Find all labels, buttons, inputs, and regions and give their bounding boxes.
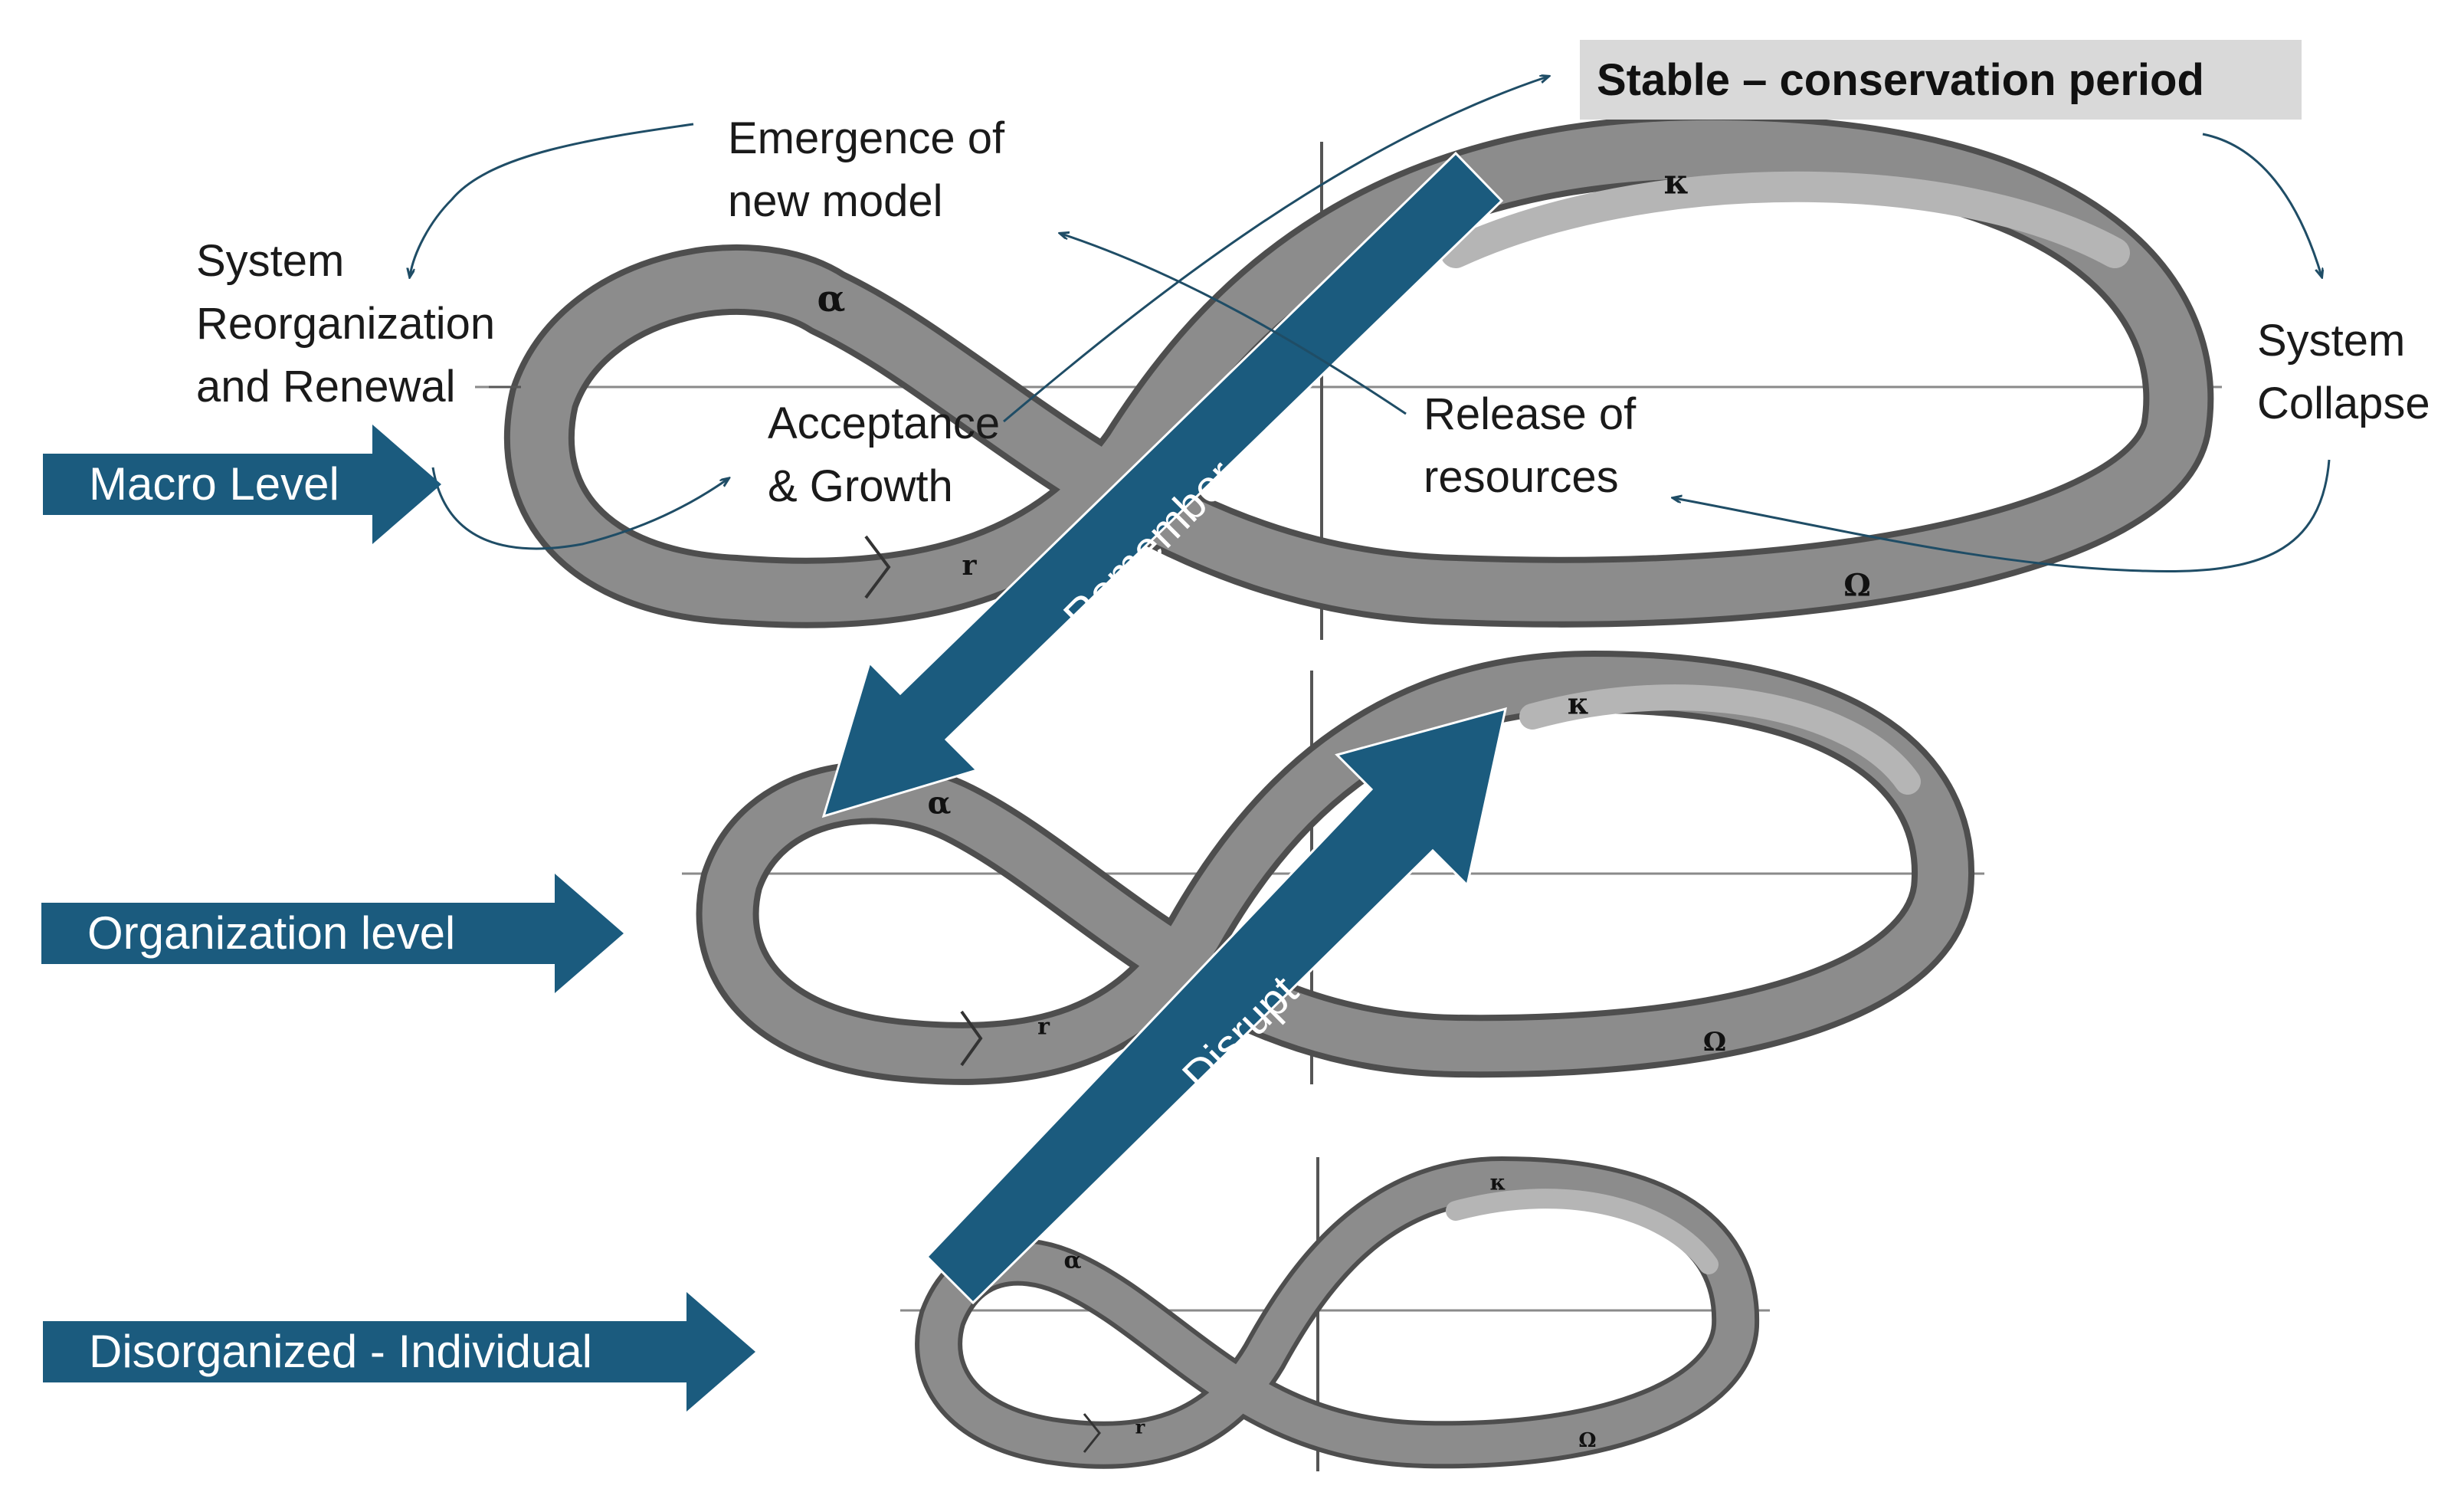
release-line-2: resources [1424,452,1619,502]
disrupt-arrow [925,707,1507,1305]
emergence-line-2: new model [728,176,943,226]
individual-level-arrow: Disorganized - Individual [43,1292,755,1412]
individual-alpha: α [1063,1247,1082,1274]
macro-omega: Ω [1843,567,1871,604]
organization-level-arrow-shape [41,874,624,993]
individual-band [919,1161,1755,1464]
remember-arrow [821,151,1504,818]
macro-r: r [962,549,977,582]
reorganization-label: System Reorganization and Renewal [196,230,495,418]
collapse-label: System Collapse [2257,310,2430,435]
reorganization-line-2: Reorganization [196,299,496,349]
release-line-1: Release of [1424,389,1637,439]
acceptance-line-1: Acceptance [768,398,1001,448]
organization-level-arrow: Organization level [41,874,624,993]
release-label: Release of resources [1424,383,1636,509]
individual-r: r [1135,1415,1145,1438]
connector-stable-to-collapse [2202,133,2321,276]
connector-emergence-to-reorganization [410,123,694,276]
macro-kappa: κ [1663,162,1689,202]
organization-omega: Ω [1702,1027,1727,1058]
organization-r: r [1037,1013,1050,1041]
connector-macro-to-acceptance [431,467,728,550]
individual-r-chevron [1083,1413,1101,1453]
emergence-label: Emergence of new model [728,107,1004,233]
macro-band-highlight [1440,171,2130,268]
connector-collapse-to-release [1674,459,2331,572]
macro-r-chevron [864,535,891,599]
connector-acceptance-to-stable [1003,77,1548,423]
stable-conservation-label: Stable – conservation period [1580,40,2302,120]
organization-level-label: Organization level [87,907,456,959]
reorganization-line-3: and Renewal [196,362,456,412]
individual-kappa: κ [1489,1169,1506,1195]
organization-loop [682,651,1984,1085]
macro-level-arrow: Macro Level [43,425,441,544]
collapse-line-2: Collapse [2257,379,2430,428]
macro-level-arrow-shape [43,425,441,544]
organization-r-chevron [960,1010,983,1067]
organization-band-highlight [1519,684,1921,795]
macro-level-label: Macro Level [89,458,339,510]
organization-alpha: α [927,785,952,822]
organization-band [702,657,1968,1079]
disrupt-arrow-shape [925,707,1507,1305]
collapse-line-1: System [2257,316,2406,366]
acceptance-label: Acceptance & Growth [768,392,1000,518]
individual-omega: Ω [1578,1429,1597,1452]
organization-kappa: κ [1567,686,1590,721]
individual-level-label: Disorganized - Individual [89,1326,593,1377]
acceptance-line-2: & Growth [768,461,953,511]
individual-level-arrow-shape [43,1292,755,1412]
emergence-line-1: Emergence of [728,113,1005,163]
connector-release-to-emergence [1061,234,1407,415]
macro-alpha: α [817,277,846,320]
individual-band-highlight [1446,1189,1719,1274]
macro-loop [475,113,2222,640]
remember-arrow-shape [821,151,1504,818]
macro-band [510,120,2208,622]
reorganization-line-1: System [196,236,345,286]
individual-loop [900,1156,1770,1471]
